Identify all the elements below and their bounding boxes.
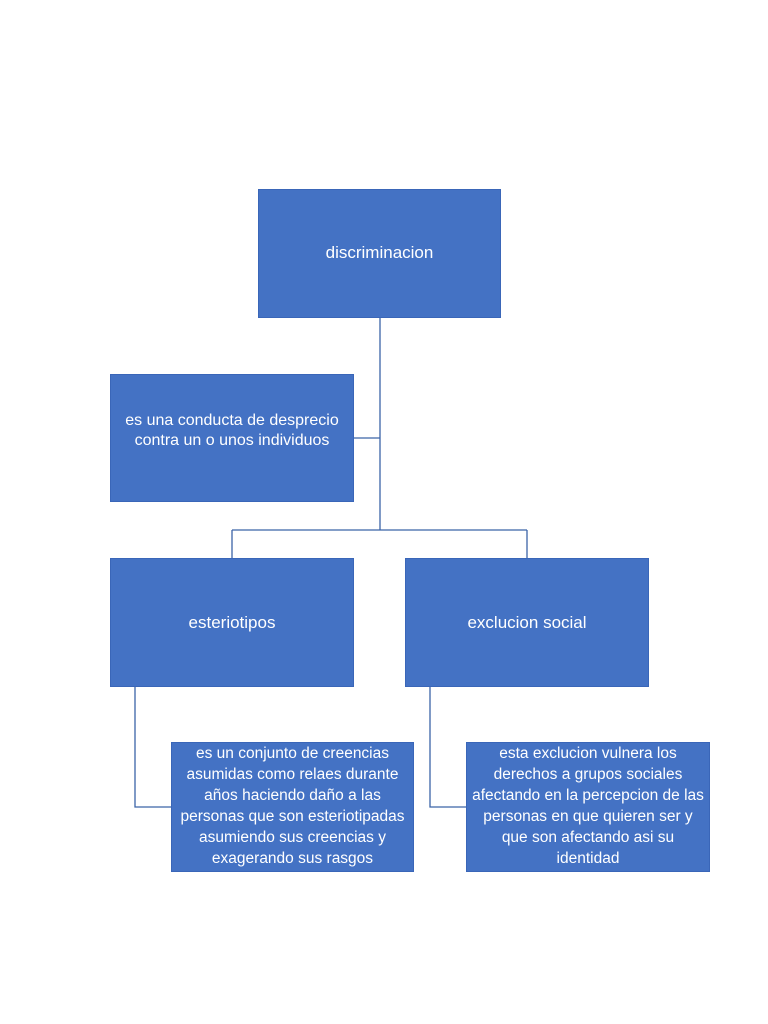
node-esteriotipos-label: esteriotipos bbox=[188, 612, 276, 632]
node-definition-label: es una conducta de desprecio contra un o… bbox=[125, 412, 339, 449]
connector-stereotypes-description bbox=[134, 687, 171, 808]
node-exclucion-social: exclucion social bbox=[405, 558, 649, 687]
node-exclucion-description-text: esta exclucion vulnera los derechos a gr… bbox=[472, 745, 704, 868]
connector-exclusion-description bbox=[429, 687, 466, 808]
node-exclucion-social-label: exclucion social bbox=[467, 612, 587, 632]
node-exclucion-description: esta exclucion vulnera los derechos a gr… bbox=[466, 742, 710, 872]
node-definition: es una conducta de desprecio contra un o… bbox=[110, 374, 354, 502]
node-esteriotipos: esteriotipos bbox=[110, 558, 354, 687]
node-discriminacion: discriminacion bbox=[258, 189, 501, 318]
node-esteriotipos-description-text: es un conjunto de creencias asumidas com… bbox=[180, 745, 405, 868]
node-discriminacion-label: discriminacion bbox=[325, 242, 434, 262]
node-esteriotipos-description: es un conjunto de creencias asumidas com… bbox=[171, 742, 414, 872]
